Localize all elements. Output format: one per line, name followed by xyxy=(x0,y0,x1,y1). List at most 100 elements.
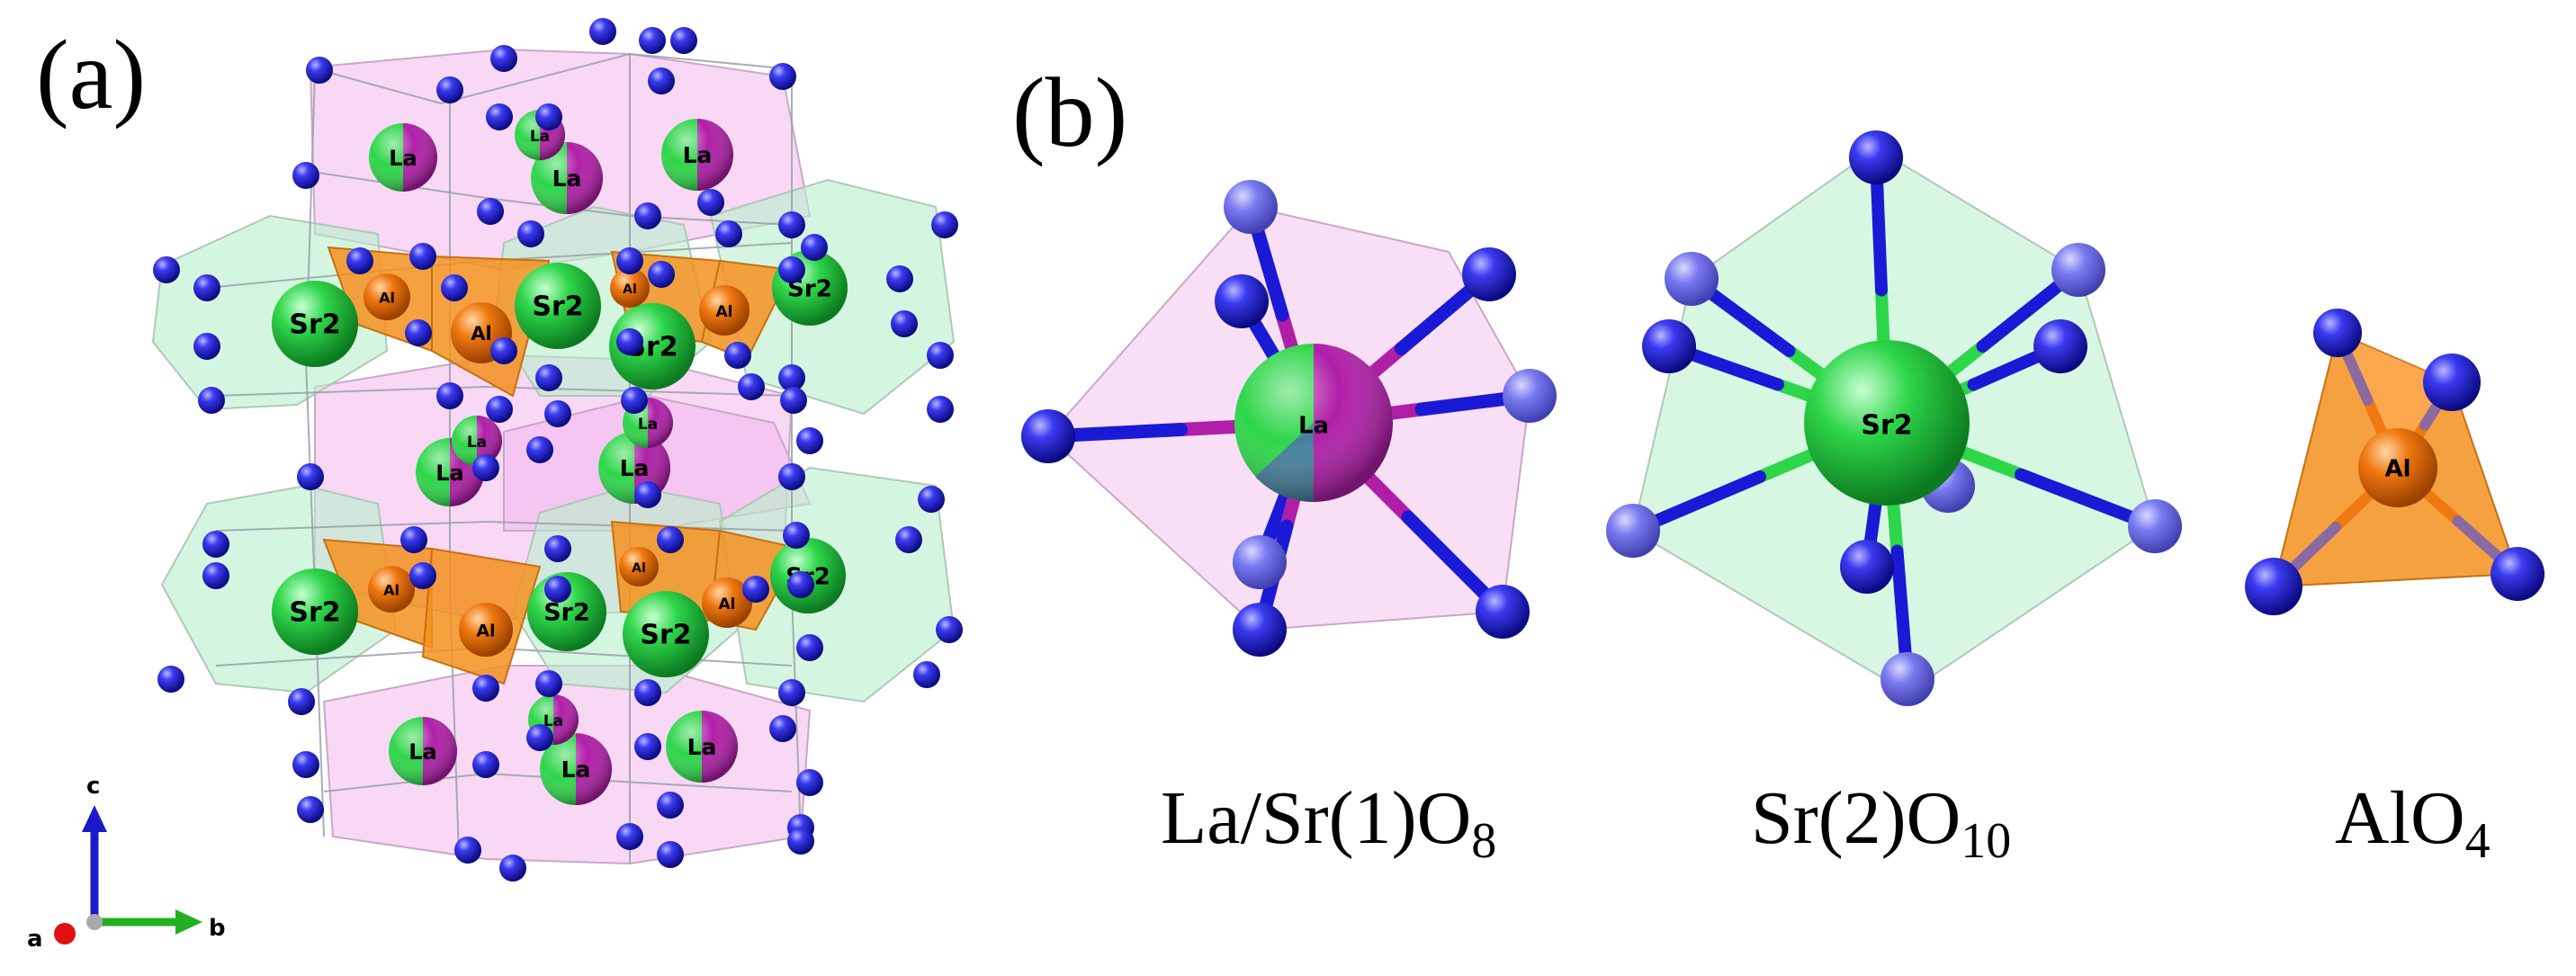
oxygen-atom xyxy=(927,342,954,369)
oxygen-atom xyxy=(153,256,180,283)
al-atom-label: Al xyxy=(632,561,646,576)
oxygen-atom xyxy=(454,837,481,864)
oxygen-atom xyxy=(1840,540,1894,594)
al-atom: Al xyxy=(702,578,752,628)
la-atom-label: La xyxy=(408,739,437,765)
oxygen-atom xyxy=(477,198,504,225)
la-atom: La xyxy=(666,711,738,783)
sr2-oxygens xyxy=(1606,130,2182,706)
oxygen-atom xyxy=(409,243,436,270)
oxygen-atom xyxy=(490,45,517,72)
al-atom: Al xyxy=(699,285,749,336)
oxygen-atom xyxy=(202,531,229,558)
oxygen-atom xyxy=(535,103,562,130)
b-axis-arrowhead xyxy=(175,909,202,935)
oxygen-atom xyxy=(787,828,814,855)
oxygen-atom xyxy=(436,382,463,409)
panel-label-a: (a) xyxy=(36,20,147,130)
oxygen-atom xyxy=(202,562,229,589)
oxygen-atom xyxy=(1233,603,1287,657)
oxygen-atom xyxy=(918,486,945,513)
oxygen-atom xyxy=(648,261,675,288)
oxygen-atom xyxy=(297,463,324,490)
sr2-center-label: Sr2 xyxy=(1861,410,1912,442)
sr2-atom: Sr2 xyxy=(272,281,358,367)
al-atom-label: Al xyxy=(716,303,733,321)
oxygen-atom xyxy=(2313,309,2362,357)
oxygen-atom xyxy=(292,162,319,189)
oxygen-atom xyxy=(472,751,499,778)
oxygen-atom xyxy=(288,688,315,715)
oxygen-atom xyxy=(621,387,648,414)
sr2-atom-label: Sr2 xyxy=(289,597,340,629)
oxygen-atom xyxy=(535,364,562,391)
oxygen-atom xyxy=(769,63,796,90)
la-atom-label: La xyxy=(467,434,487,452)
caption-alo4: AlO4 xyxy=(2335,781,2491,867)
oxygen-atom xyxy=(927,396,954,423)
oxygen-atom xyxy=(1462,247,1516,301)
oxygen-atom xyxy=(787,571,814,598)
sr2-atom: Sr2 xyxy=(272,569,358,655)
la-atom-label: La xyxy=(638,416,658,434)
oxygen-atom xyxy=(648,67,675,94)
al-atom: Al xyxy=(364,273,410,320)
al-oxygens xyxy=(2245,309,2545,615)
caption-sr2-o10-sub: 10 xyxy=(1961,813,2012,869)
oxygen-atom xyxy=(306,57,333,84)
al-tetrahedron-face xyxy=(2338,333,2452,468)
oxygen-atom xyxy=(1880,652,1934,706)
oxygen-atom xyxy=(517,220,544,247)
oxygen-atom xyxy=(499,855,526,882)
la-oxygens xyxy=(1021,180,1557,657)
oxygen-atom xyxy=(544,400,571,427)
sr2-atom-label: Sr2 xyxy=(640,620,691,651)
caption-alo4-main: AlO xyxy=(2335,776,2465,860)
oxygen-atom xyxy=(1233,535,1287,589)
sr2-o10-polyhedron: Sr2 xyxy=(1606,130,2182,706)
oxygen-atom xyxy=(738,373,765,400)
oxygen-atom xyxy=(657,841,684,868)
al-atom-label: Al xyxy=(471,323,491,345)
b-axis-label: b xyxy=(209,915,226,942)
oxygen-atom xyxy=(1021,409,1075,463)
la-atom-label: La xyxy=(389,146,417,171)
oxygen-atom xyxy=(436,76,463,103)
al-atom-label: Al xyxy=(719,595,736,613)
oxygen-atom xyxy=(796,634,823,661)
oxygen-atom xyxy=(400,526,427,553)
al-atom: Al xyxy=(619,547,659,586)
oxygen-atom xyxy=(634,679,661,706)
la-atom-label: La xyxy=(687,734,717,760)
la-atom-label: La xyxy=(561,757,591,783)
al-atom-label: Al xyxy=(379,290,395,307)
oxygen-atom xyxy=(486,103,513,130)
oxygen-atom xyxy=(535,670,562,697)
oxygen-atom xyxy=(931,211,958,238)
caption-la-sr1-o8-main: La/Sr(1)O xyxy=(1161,776,1472,860)
sr2-atom-label: Sr2 xyxy=(289,309,340,341)
oxygen-atom xyxy=(526,724,553,751)
oxygen-atom xyxy=(472,454,499,481)
al-atom-label: Al xyxy=(383,582,399,599)
oxygen-atom xyxy=(616,823,643,850)
al-center-atom: Al xyxy=(2358,428,2437,507)
al-center-label: Al xyxy=(2384,456,2410,483)
la-atom: La xyxy=(531,142,603,214)
oxygen-atom xyxy=(2491,547,2545,601)
oxygen-atom xyxy=(639,27,666,54)
panel-label-b: (b) xyxy=(1012,58,1128,167)
oxygen-atom xyxy=(778,256,805,283)
la-atom: La xyxy=(389,717,457,785)
oxygen-atom xyxy=(409,562,436,589)
oxygen-atom xyxy=(936,616,963,643)
al-atom: Al xyxy=(610,268,650,308)
oxygen-atom xyxy=(634,202,661,229)
oxygen-atom xyxy=(769,715,796,742)
la-sr1-o8-polyhedron: La xyxy=(1021,180,1557,657)
al-atom: Al xyxy=(459,603,513,657)
sr2-center-atom: Sr2 xyxy=(1804,340,1970,506)
oxygen-atom xyxy=(544,576,571,603)
